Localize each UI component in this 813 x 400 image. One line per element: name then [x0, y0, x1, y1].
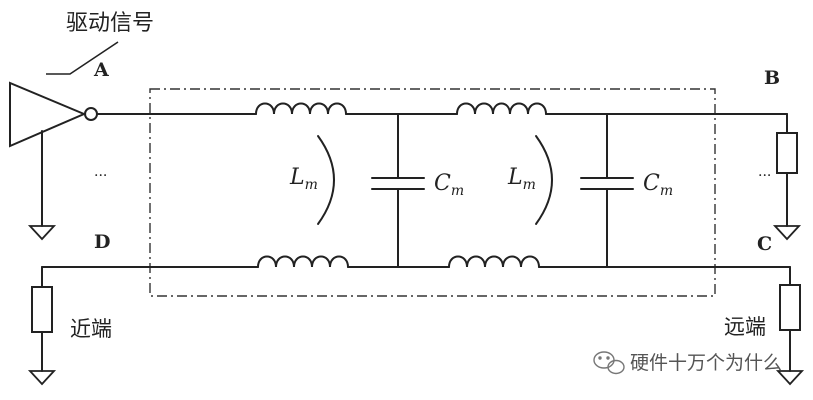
coupling-region-box	[149, 88, 716, 297]
mutual-capacitor-2	[580, 113, 634, 268]
far-end-bottom-ground-symbol	[775, 370, 805, 386]
right-dots: ...	[758, 164, 771, 180]
drive-signal-label: 驱动信号	[66, 11, 154, 36]
near-end-termination	[27, 266, 57, 386]
driver-ground-symbol	[27, 225, 57, 241]
node-d-label: D	[94, 231, 110, 253]
wechat-icon	[593, 351, 625, 375]
mutual-capacitor-1	[371, 113, 425, 268]
mutual-inductance-arc-1	[317, 135, 335, 225]
drive-signal-leader	[46, 41, 119, 75]
driver-buffer	[9, 81, 87, 148]
bottom-inductor-2	[448, 255, 540, 268]
top-inductor-1	[255, 102, 347, 115]
lm-label-1: Lm	[289, 165, 318, 193]
far-end-label: 远端	[724, 315, 766, 339]
mutual-inductance-arc-2	[535, 135, 553, 225]
watermark: 硬件十万个为什么	[593, 351, 782, 375]
near-end-label: 近端	[70, 317, 112, 341]
left-dots: ...	[94, 164, 107, 180]
node-a-label: A	[93, 59, 109, 81]
watermark-text: 硬件十万个为什么	[630, 352, 782, 374]
cm-label-2: Cm	[643, 171, 673, 199]
lm-label-2: Lm	[507, 165, 536, 193]
far-end-termination-bottom	[775, 266, 805, 386]
far-end-termination-top	[772, 113, 802, 241]
cm-label-1: Cm	[434, 171, 464, 199]
driver-output-bubble	[84, 107, 98, 121]
far-end-top-ground-symbol	[772, 225, 802, 241]
bottom-inductor-1	[257, 255, 349, 268]
top-inductor-2	[456, 102, 547, 115]
node-b-label: B	[764, 67, 780, 89]
node-c-label: C	[757, 233, 772, 255]
near-end-ground-symbol	[27, 370, 57, 386]
